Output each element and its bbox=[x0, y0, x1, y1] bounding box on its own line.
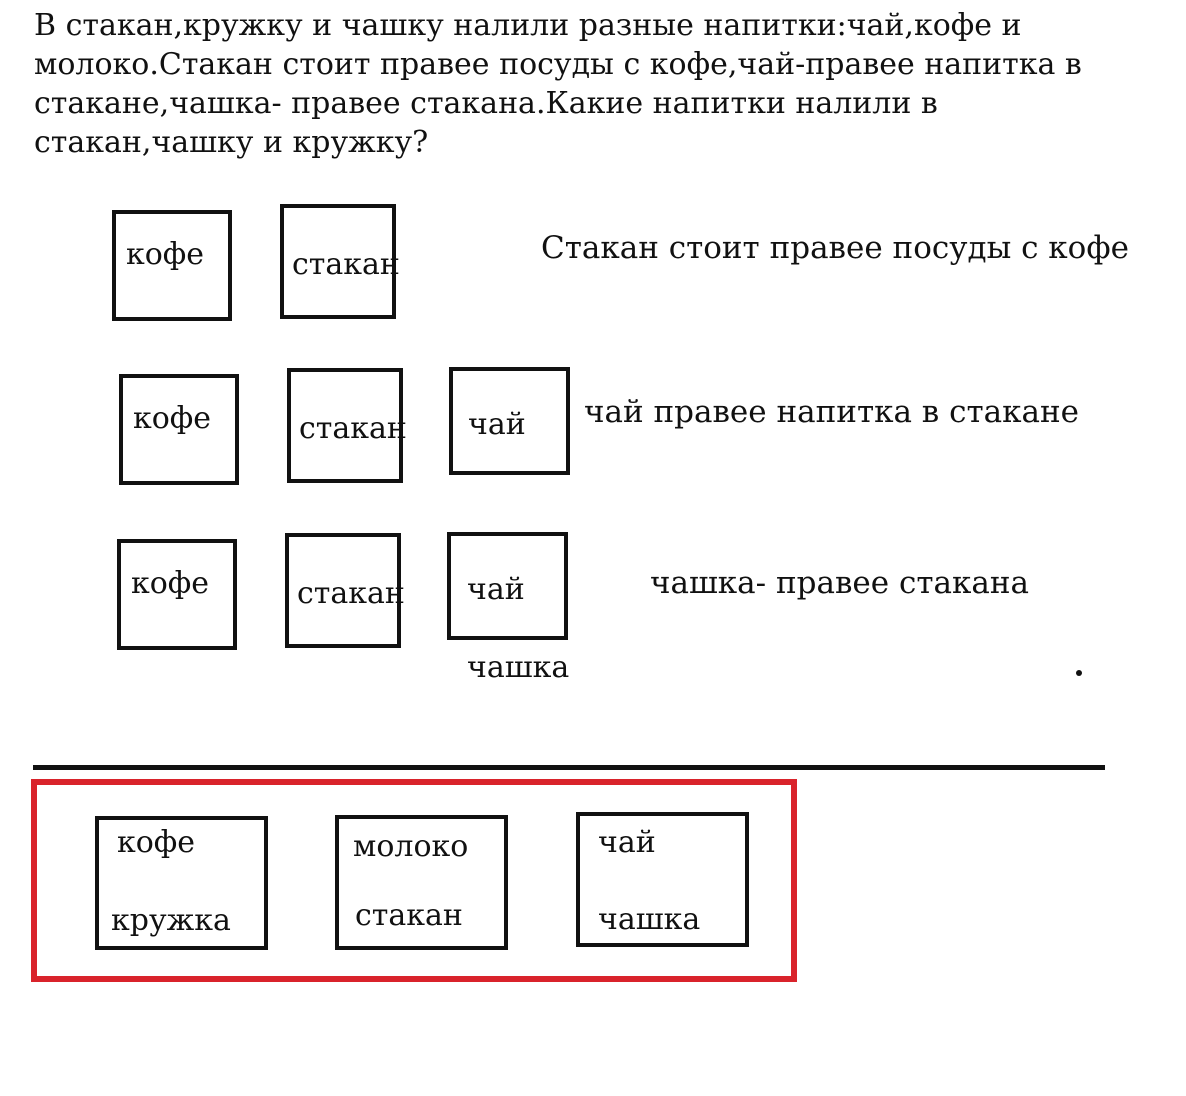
row3-coffee-label: кофе bbox=[131, 566, 210, 601]
row2-glass-box bbox=[287, 368, 403, 483]
answer-mug-drink: кофе bbox=[117, 825, 196, 860]
row1-glass-label: стакан bbox=[292, 247, 400, 282]
row3-tea-label: чай bbox=[467, 572, 525, 607]
stray-dot bbox=[1076, 670, 1082, 676]
row3-coffee-box bbox=[117, 539, 237, 650]
answer-cup-vessel: чашка bbox=[598, 902, 701, 937]
row3-glass-box bbox=[285, 533, 401, 648]
row2-coffee-box bbox=[119, 374, 239, 485]
row3-glass-label: стакан bbox=[297, 576, 405, 611]
answer-glass-vessel: стакан bbox=[355, 898, 463, 933]
row3-note: чашка- правее стакана bbox=[650, 565, 1029, 601]
answer-mug-vessel: кружка bbox=[111, 903, 231, 938]
row2-note: чай правее напитка в стакане bbox=[584, 394, 1079, 430]
row1-coffee-box bbox=[112, 210, 232, 321]
row2-coffee-label: кофе bbox=[133, 401, 212, 436]
answer-cup-drink: чай bbox=[598, 825, 656, 860]
answer-box-cup bbox=[576, 812, 749, 947]
divider-line bbox=[33, 765, 1105, 770]
row1-glass-box bbox=[280, 204, 396, 319]
answer-box-glass bbox=[335, 815, 508, 950]
row1-coffee-label: кофе bbox=[126, 237, 205, 272]
answer-glass-drink: молоко bbox=[353, 829, 469, 864]
problem-text: В стакан,кружку и чашку налили разные на… bbox=[34, 8, 1082, 160]
row1-note: Стакан стоит правее посуды с кофе bbox=[541, 230, 1129, 266]
row2-glass-label: стакан bbox=[299, 411, 407, 446]
row2-tea-box bbox=[449, 367, 570, 475]
answer-box-mug bbox=[95, 816, 268, 950]
row3-tea-box bbox=[447, 532, 568, 640]
answer-frame bbox=[31, 779, 797, 982]
row2-tea-label: чай bbox=[468, 407, 526, 442]
row3-cup-label: чашка bbox=[467, 650, 570, 685]
